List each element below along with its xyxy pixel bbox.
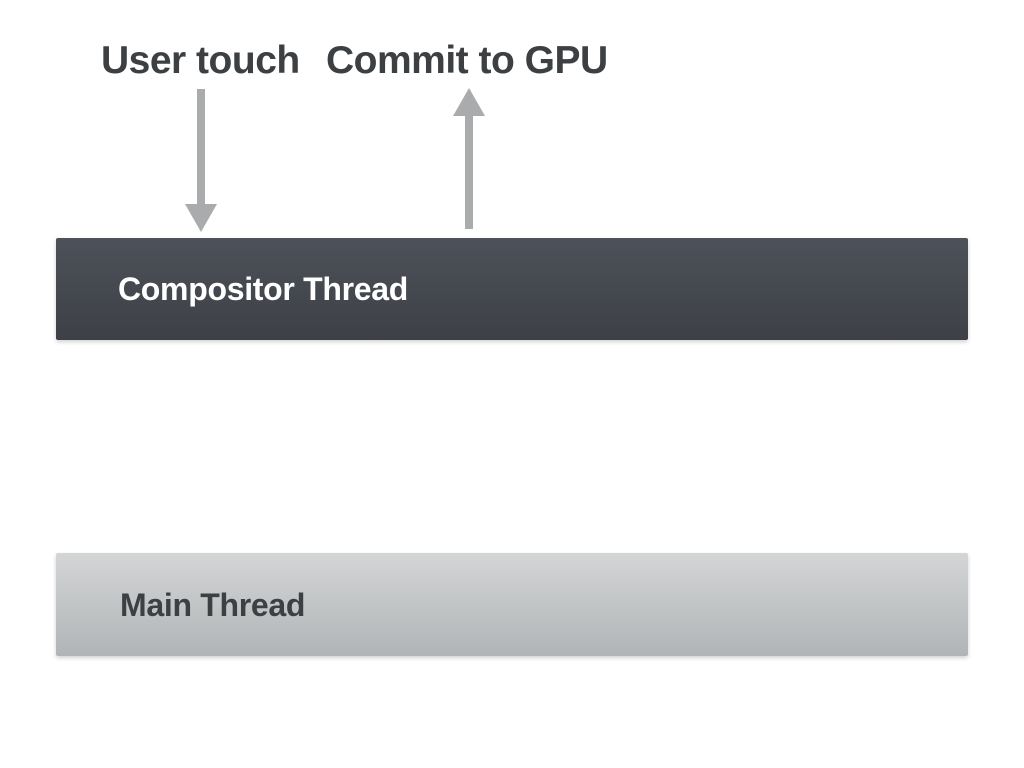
main-thread-label: Main Thread [120, 586, 306, 623]
arrow-up-head [453, 88, 485, 116]
user-touch-label: User touch [101, 39, 300, 82]
arrow-down-head [185, 204, 217, 232]
arrow-up-icon [453, 88, 485, 229]
commit-to-gpu-label: Commit to GPU [326, 39, 608, 82]
arrow-up-shaft [465, 115, 473, 229]
arrow-down-shaft [197, 89, 205, 205]
compositor-thread-label: Compositor Thread [118, 271, 409, 307]
main-thread-bar: Main Thread [56, 553, 968, 656]
arrow-down-icon [185, 89, 217, 232]
compositor-thread-bar: Compositor Thread [56, 238, 968, 340]
